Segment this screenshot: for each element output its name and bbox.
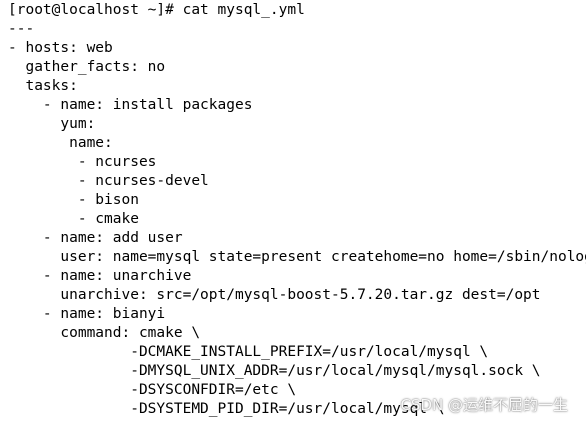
terminal-line-prompt: [root@localhost ~]# cat mysql_.yml — [8, 2, 305, 18]
terminal-line: tasks: — [8, 78, 78, 94]
terminal-line: command: cmake \ — [8, 325, 201, 341]
terminal-line: -DCMAKE_INSTALL_PREFIX=/usr/local/mysql … — [8, 344, 489, 360]
terminal-line: -DMYSQL_UNIX_ADDR=/usr/local/mysql/mysql… — [8, 363, 541, 379]
terminal-line: yum: — [8, 116, 96, 132]
terminal-line: - ncurses — [8, 154, 157, 170]
terminal-line: -DSYSTEMD_PID_DIR=/usr/local/mysql \ — [8, 401, 445, 417]
terminal-line: - name: bianyi — [8, 306, 166, 322]
terminal-line: name: — [8, 135, 113, 151]
terminal-line: - ncurses-devel — [8, 173, 209, 189]
terminal-line: gather_facts: no — [8, 59, 166, 75]
terminal-line: - name: install packages — [8, 97, 253, 113]
terminal-line: user: name=mysql state=present createhom… — [8, 249, 586, 265]
terminal-line: --- — [8, 21, 35, 37]
terminal-line: - name: add user — [8, 230, 183, 246]
terminal-line: - name: unarchive — [8, 268, 192, 284]
terminal-line: unarchive: src=/opt/mysql-boost-5.7.20.t… — [8, 287, 541, 303]
terminal-line: - cmake — [8, 211, 139, 227]
terminal-line: -DSYSCONFDIR=/etc \ — [8, 382, 297, 398]
terminal-line: - hosts: web — [8, 40, 113, 56]
terminal-line: - bison — [8, 192, 139, 208]
